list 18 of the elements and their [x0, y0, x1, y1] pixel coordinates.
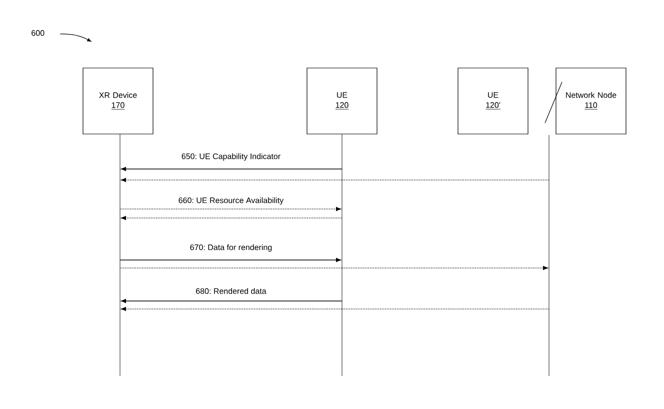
- message-label: 680: Rendered data: [196, 288, 266, 294]
- lifeline: [548, 135, 550, 376]
- message-arrow: [121, 307, 550, 311]
- message-arrow: [120, 207, 341, 211]
- message-arrow: [120, 258, 341, 262]
- figure-number: 600: [32, 30, 44, 36]
- participant-box: Network Node 110: [556, 68, 626, 134]
- message-arrow: [121, 216, 342, 220]
- participant-box: UE 120: [306, 68, 378, 134]
- participant-box: XR Device 170: [82, 68, 154, 134]
- message-label: 660: UE Resource Availability: [178, 197, 284, 205]
- message-arrow: [121, 178, 550, 182]
- message-label: 670: Data for rendering: [190, 244, 272, 252]
- message-arrow: [121, 167, 342, 171]
- message-arrow: [120, 266, 548, 270]
- participant-box: UE 120': [458, 68, 528, 134]
- message-label: 650: UE Capability Indicator: [182, 153, 280, 161]
- message-arrow: [121, 299, 342, 303]
